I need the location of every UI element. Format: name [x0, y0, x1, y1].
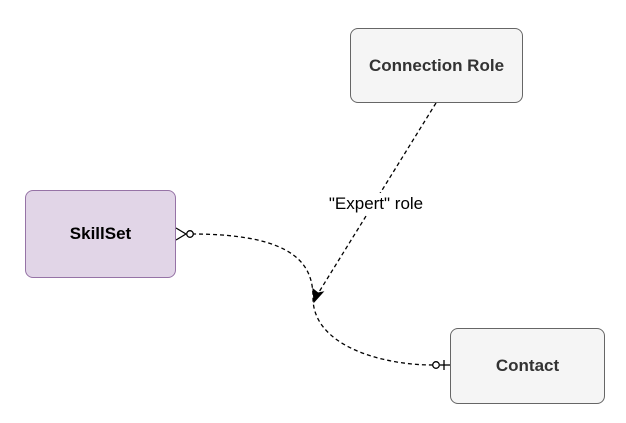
skillset-node[interactable]: SkillSet	[25, 190, 176, 278]
skillset-label: SkillSet	[69, 224, 132, 243]
zero-or-many-marker	[175, 227, 194, 241]
connection-role-edge[interactable]	[318, 102, 437, 293]
connection-role-node[interactable]: Connection Role	[350, 28, 523, 103]
contact-label: Contact	[495, 356, 560, 375]
expert-role-edge-label: "Expert" role	[318, 193, 434, 215]
zero-or-one-marker	[432, 360, 450, 370]
skillset-contact-edge[interactable]	[191, 233, 434, 366]
connection-role-label: Connection Role	[368, 55, 505, 75]
arrowhead-icon	[312, 287, 325, 304]
contact-node[interactable]: Contact	[450, 328, 605, 404]
